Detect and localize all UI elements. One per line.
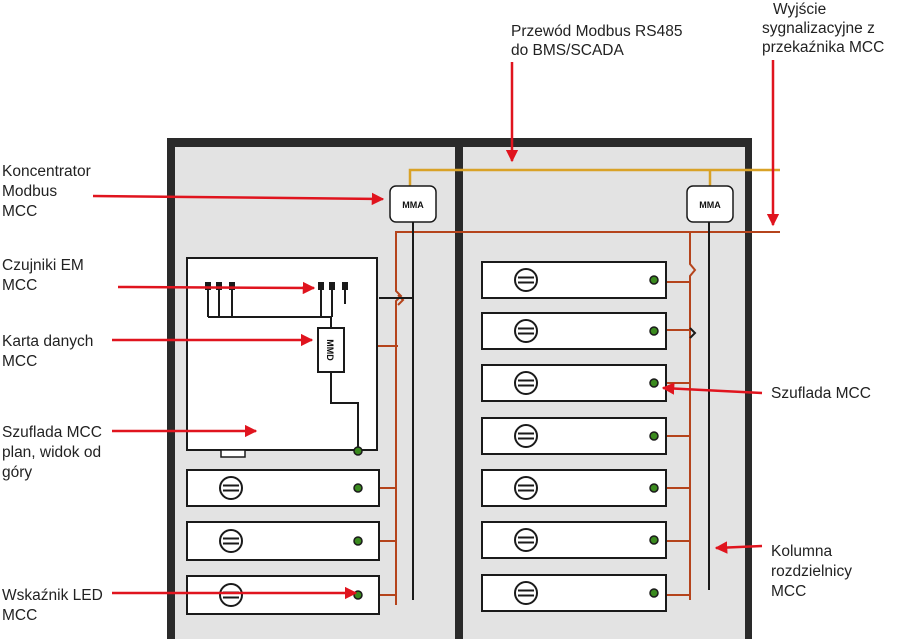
arrow-em-sensors [117,281,316,295]
mma-right-box: MMA [686,185,734,223]
drawer-led [649,326,659,336]
mma-left-label: MMA [402,200,424,210]
label-mcc-drawer: Szuflada MCC [771,385,871,402]
plan-led [353,446,363,456]
mmd-card: MMD [317,327,345,373]
drawer-led [353,483,363,493]
label-led-indicator: Wskaźnik LED MCC [2,587,107,624]
drawer-led [649,275,659,285]
label-concentrator: Koncentrator Modbus MCC [2,163,95,220]
mmd-led-wire [330,372,359,450]
right-drawers [481,261,667,612]
distribution-bus [379,220,710,600]
left-drawer-3 [186,575,380,615]
drawer-handle-icon [514,424,538,448]
label-drawer-plan: Szuflada MCC plan, widok od góry [2,424,106,481]
drawer-handle-icon [514,371,538,395]
drawer-led [649,535,659,545]
drawer-led [649,378,659,388]
arrow-concentrator [92,192,385,206]
drawer-handle-icon [219,529,243,553]
drawer-handle-icon [514,268,538,292]
drawer-led [649,588,659,598]
left-drawer-1 [186,469,380,507]
right-drawer-1 [481,261,667,299]
left-drawer-2 [186,521,380,561]
modbus-cable [408,168,780,188]
callout-arrows [92,60,780,600]
right-drawer-3 [481,364,667,402]
arrow-distribution-column [714,541,763,554]
drawer-handle-icon [514,581,538,605]
drawer-led [353,536,363,546]
label-modbus-cable: Przewód Modbus RS485 do BMS/SCADA [511,23,687,59]
label-data-card: Karta danych MCC [2,333,98,370]
drawer-led [649,431,659,441]
drawer-handle-icon [514,476,538,500]
drawer-handle-icon [514,528,538,552]
mma-left-box: MMA [389,185,437,223]
em-sensor-caps [205,282,348,290]
drawer-handle-icon [514,319,538,343]
right-drawer-7 [481,574,667,612]
right-drawer-2 [481,312,667,350]
label-em-sensors: Czujniki EM MCC [2,257,88,294]
right-drawer-5 [481,469,667,507]
em-sensors [207,286,346,328]
label-signal-output: Wyjście sygnalizacyjne z przekaźnika MCC [762,1,884,56]
right-drawer-6 [481,521,667,559]
right-drawer-4 [481,417,667,455]
drawer-handle-icon [219,583,243,607]
mma-right-label: MMA [699,200,721,210]
arrow-mcc-drawer [661,382,763,395]
mmd-label: MMD [325,339,335,361]
drawer-handle-icon [219,476,243,500]
label-distribution-column: Kolumna rozdzielnicy MCC [771,543,856,600]
drawer-led [649,483,659,493]
